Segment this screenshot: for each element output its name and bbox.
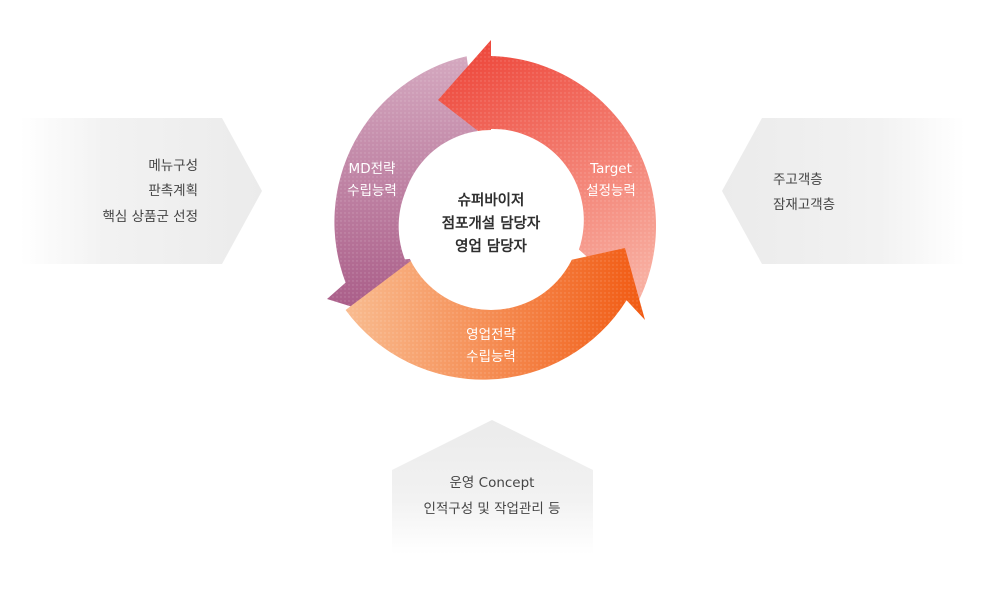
target-setting-label-2: 설정능력 [586,183,636,199]
center-text-line-1: 슈퍼바이저 [458,192,525,209]
sales-strategy-label-2: 수립능력 [466,349,516,365]
bottom-box-line-1: 운영 Concept [450,475,535,491]
sales-strategy-label-1: 영업전략 [466,327,516,343]
left-info-box [20,118,262,264]
left-box-line-1: 메뉴구성 [148,158,198,174]
right-box-line-1: 주고객층 [773,172,823,188]
md-strategy-label-2: 수립능력 [347,183,397,199]
bottom-info-box [392,420,593,555]
target-setting-label-1: Target [589,161,632,177]
right-info-box [722,118,965,264]
center-text-line-2: 점포개설 담당자 [442,214,541,232]
left-box-line-3: 핵심 상품군 선정 [102,209,198,225]
right-box-line-2: 잠재고객층 [773,197,835,213]
bottom-box-line-2: 인적구성 및 작업관리 등 [423,501,560,517]
center-circle [401,130,581,310]
center-text-line-3: 영업 담당자 [455,237,527,255]
left-box-line-2: 판촉계획 [148,183,198,199]
md-strategy-label-1: MD전략 [349,161,396,177]
